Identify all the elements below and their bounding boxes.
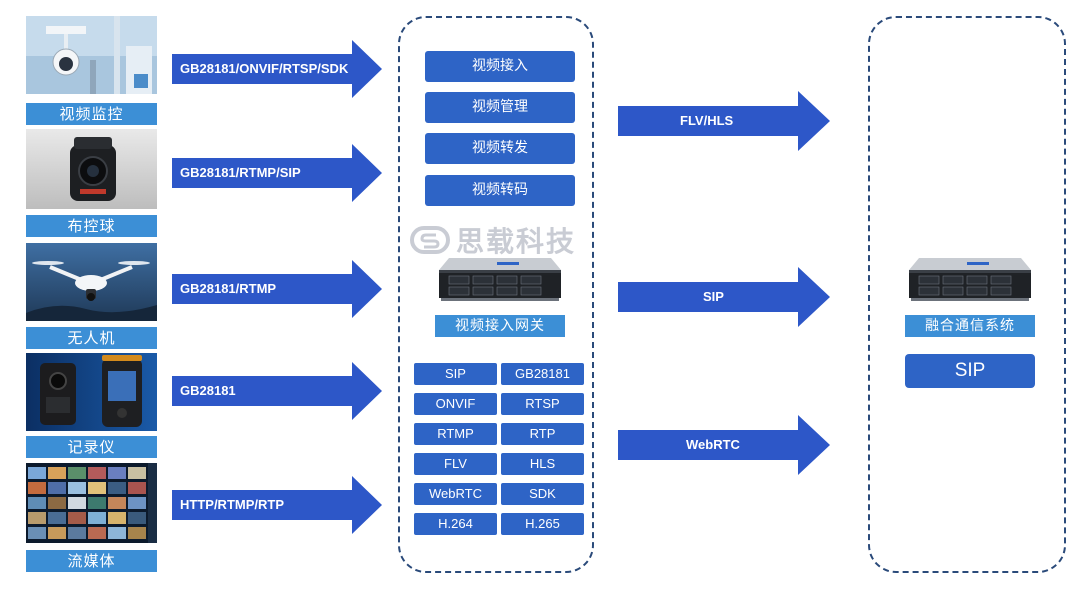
media-wall-image: [26, 463, 157, 543]
input-arrow-body-camera: GB28181: [172, 362, 382, 420]
protocol-badge: ONVIF: [414, 393, 497, 415]
protocol-badge: HLS: [501, 453, 584, 475]
input-protocols-ptz-dome: GB28181/RTMP/SIP: [180, 165, 301, 180]
protocol-badge: RTMP: [414, 423, 497, 445]
input-protocols-media-stream: HTTP/RTMP/RTP: [180, 497, 284, 512]
function-video-management[interactable]: 视频管理: [425, 92, 575, 123]
protocol-badge: RTSP: [501, 393, 584, 415]
protocol-badge: SIP: [414, 363, 497, 385]
output-arrow-sip: SIP: [618, 267, 830, 327]
output-protocol-webrtc: WebRTC: [686, 437, 740, 452]
input-protocols-surveillance: GB28181/ONVIF/RTSP/SDK: [180, 61, 349, 76]
fusion-sip-button[interactable]: SIP: [905, 354, 1035, 388]
function-video-access[interactable]: 视频接入: [425, 51, 575, 82]
function-video-transcoding[interactable]: 视频转码: [425, 175, 575, 206]
gateway-server-icon: [437, 256, 563, 302]
input-arrow-media-stream: HTTP/RTMP/RTP: [172, 476, 382, 534]
input-protocols-body-camera: GB28181: [180, 383, 236, 398]
protocol-badge: RTP: [501, 423, 584, 445]
protocol-badge: H.264: [414, 513, 497, 535]
output-arrow-flv-hls: FLV/HLS: [618, 91, 830, 151]
input-arrow-surveillance: GB28181/ONVIF/RTSP/SDK: [172, 40, 382, 98]
body-camera-image: [26, 353, 157, 431]
brand-watermark: 思载科技: [410, 222, 576, 258]
source-caption-ptz-dome: 布控球: [26, 215, 157, 237]
protocol-badge: FLV: [414, 453, 497, 475]
surveillance-camera-image: [26, 16, 157, 94]
output-arrow-webrtc: WebRTC: [618, 415, 830, 475]
brand-logo-icon: [410, 226, 450, 254]
protocol-badge: WebRTC: [414, 483, 497, 505]
gateway-container: [398, 16, 594, 573]
source-caption-drone: 无人机: [26, 327, 157, 349]
ptz-dome-image: [26, 129, 157, 209]
protocol-badge: SDK: [501, 483, 584, 505]
protocol-badge: H.265: [501, 513, 584, 535]
source-caption-body-camera: 记录仪: [26, 436, 157, 458]
output-protocol-flv-hls: FLV/HLS: [680, 113, 734, 128]
brand-watermark-text: 思载科技: [456, 225, 577, 258]
input-arrow-ptz-dome: GB28181/RTMP/SIP: [172, 144, 382, 202]
function-video-forwarding[interactable]: 视频转发: [425, 133, 575, 164]
output-protocol-sip: SIP: [703, 289, 724, 304]
fusion-system-container: [868, 16, 1066, 573]
gateway-label: 视频接入网关: [435, 315, 565, 337]
fusion-system-label: 融合通信系统: [905, 315, 1035, 337]
source-caption-media-stream: 流媒体: [26, 550, 157, 572]
protocol-badge: GB28181: [501, 363, 584, 385]
drone-image: [26, 243, 157, 321]
fusion-server-icon: [907, 256, 1033, 302]
input-protocols-drone: GB28181/RTMP: [180, 281, 277, 296]
input-arrow-drone: GB28181/RTMP: [172, 260, 382, 318]
source-caption-surveillance: 视频监控: [26, 103, 157, 125]
